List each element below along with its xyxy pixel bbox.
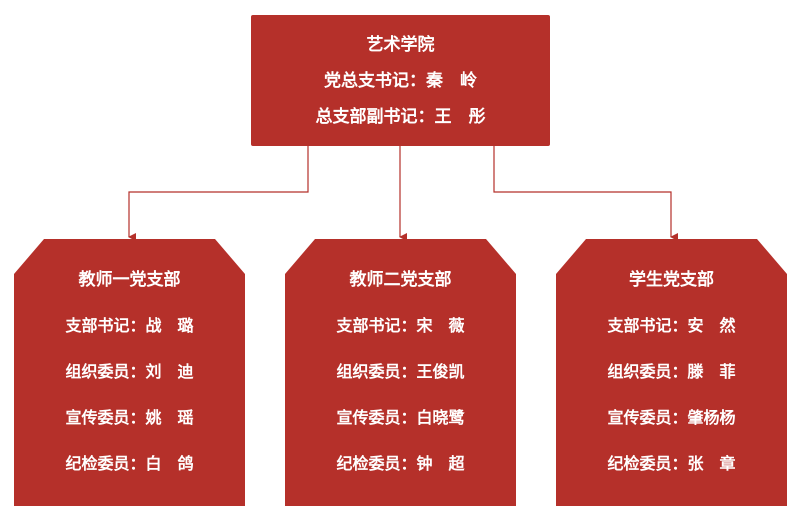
college-secretary: 党总支书记：秦 岭 [324, 70, 477, 91]
branch-member: 宣传委员：姚 瑶 [65, 408, 194, 427]
branch-box-2: 教师二党支部 支部书记：宋 薇 组织委员：王俊凯 宣传委员：白晓鹭 纪检委员：钟… [285, 239, 516, 506]
branch-member: 宣传委员：白晓鹭 [336, 408, 465, 427]
branch-title: 学生党支部 [629, 270, 714, 290]
branch-member: 纪检委员：张 章 [607, 454, 736, 473]
branch-member: 宣传委员：肇杨杨 [607, 408, 736, 427]
branch-member: 组织委员：刘 迪 [65, 362, 194, 381]
college-deputy-secretary: 总支部副书记：王 彤 [315, 106, 486, 127]
branch-member: 纪检委员：钟 超 [336, 454, 465, 473]
college-name: 艺术学院 [366, 34, 435, 55]
branch-member: 支部书记：安 然 [607, 316, 736, 335]
branch-title: 教师一党支部 [78, 270, 181, 290]
branch-member: 支部书记：战 璐 [65, 316, 194, 335]
branch-box-3: 学生党支部 支部书记：安 然 组织委员：滕 菲 宣传委员：肇杨杨 纪检委员：张 … [556, 239, 787, 506]
branch-member: 支部书记：宋 薇 [336, 316, 465, 335]
branch-box-1: 教师一党支部 支部书记：战 璐 组织委员：刘 迪 宣传委员：姚 瑶 纪检委员：白… [14, 239, 245, 506]
connector-right [493, 146, 678, 241]
branch-member: 组织委员：王俊凯 [336, 362, 465, 381]
college-box: 艺术学院 党总支书记：秦 岭 总支部副书记：王 彤 [251, 15, 550, 146]
branch-member: 纪检委员：白 鸽 [65, 454, 194, 473]
connector-left [128, 146, 309, 241]
branch-member: 组织委员：滕 菲 [607, 362, 736, 381]
branch-title: 教师二党支部 [349, 270, 452, 290]
